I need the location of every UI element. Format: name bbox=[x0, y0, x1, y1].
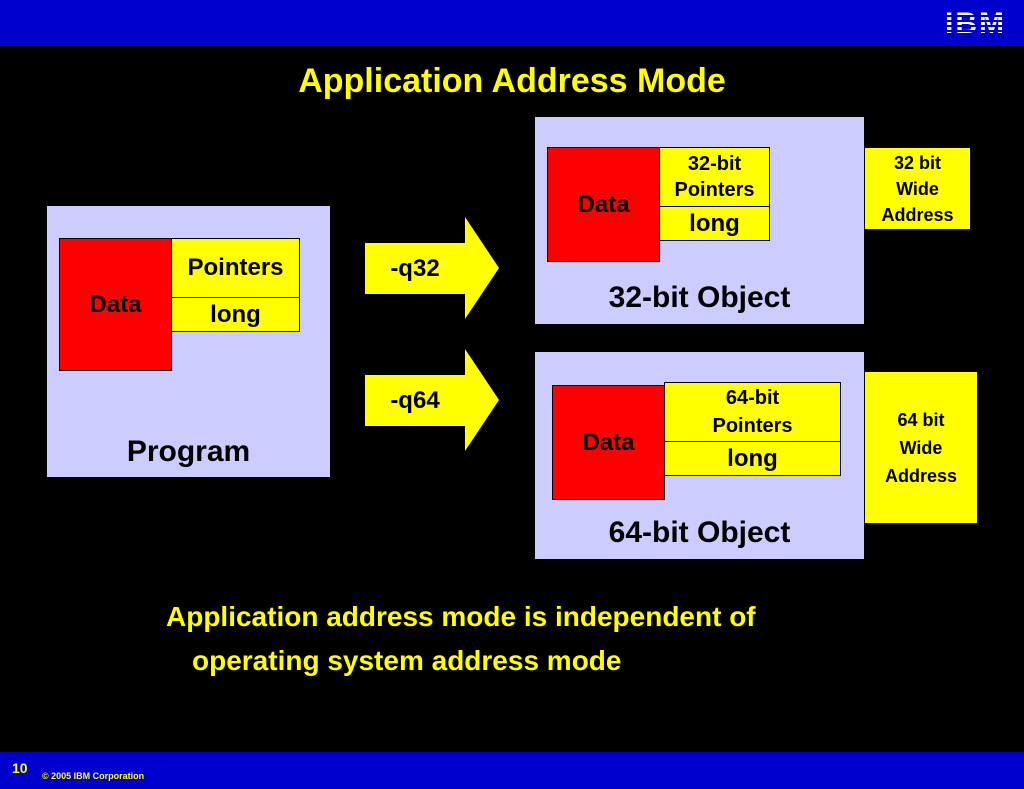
object64-address-line1: 64 bit bbox=[897, 409, 945, 430]
object32-pointers-line1: 32-bit bbox=[687, 153, 742, 175]
object32-label: 32-bit Object bbox=[608, 281, 791, 314]
object64-pointers-line2: Pointers bbox=[712, 415, 793, 437]
arrow-q32-label: -q32 bbox=[390, 255, 440, 282]
object64-long-label: long bbox=[727, 444, 778, 472]
object64-address-line2: Wide bbox=[899, 437, 943, 458]
object32-pointers-line2: Pointers bbox=[674, 179, 755, 201]
bottom-bar bbox=[0, 752, 1024, 789]
object64-address-line3: Address bbox=[884, 465, 958, 486]
program-pointers-box: Pointers bbox=[171, 238, 300, 298]
program-pointers-label: Pointers bbox=[187, 254, 284, 281]
object32-data-label: Data bbox=[577, 190, 630, 218]
object32-address-line3: Address bbox=[881, 204, 954, 225]
object64-data-label: Data bbox=[582, 428, 635, 456]
object64-pointers-line1: 64-bit bbox=[725, 387, 780, 409]
object64-long-box: long bbox=[664, 441, 841, 476]
program-data-box: Data bbox=[59, 238, 172, 371]
object32-long-box: long bbox=[659, 206, 770, 241]
slide-title: Application Address Mode bbox=[298, 62, 726, 100]
object32-data-box: Data bbox=[547, 147, 660, 262]
note-line1: Application address mode is independent … bbox=[166, 601, 756, 632]
object32-address-box: 32 bit Wide Address bbox=[864, 147, 971, 230]
arrow-q32-icon bbox=[365, 217, 499, 319]
arrow-q64-label: -q64 bbox=[390, 387, 440, 414]
arrow-q64: -q64 bbox=[365, 349, 500, 451]
note-line2: operating system address mode bbox=[192, 645, 622, 676]
object32-address-line2: Wide bbox=[896, 178, 939, 199]
arrow-q64-icon bbox=[365, 349, 499, 451]
slide-number: 10 bbox=[12, 760, 28, 776]
object64-data-box: Data bbox=[552, 385, 665, 500]
ibm-logo: IBM bbox=[945, 7, 1006, 40]
program-label: Program bbox=[126, 435, 251, 468]
object64-address-box: 64 bit Wide Address bbox=[864, 371, 978, 524]
object32-long-label: long bbox=[689, 209, 740, 237]
copyright-text: © 2005 IBM Corporation bbox=[42, 771, 145, 781]
arrow-q32: -q32 bbox=[365, 217, 500, 319]
object64-label: 64-bit Object bbox=[608, 516, 791, 549]
program-long-box: long bbox=[171, 297, 300, 332]
object32-pointers-box: 32-bit Pointers bbox=[659, 147, 770, 207]
program-long-label: long bbox=[210, 300, 261, 328]
top-bar bbox=[0, 0, 1024, 46]
object64-pointers-box: 64-bit Pointers bbox=[664, 382, 841, 442]
object32-address-line1: 32 bit bbox=[893, 152, 941, 173]
program-data-label: Data bbox=[89, 290, 142, 318]
